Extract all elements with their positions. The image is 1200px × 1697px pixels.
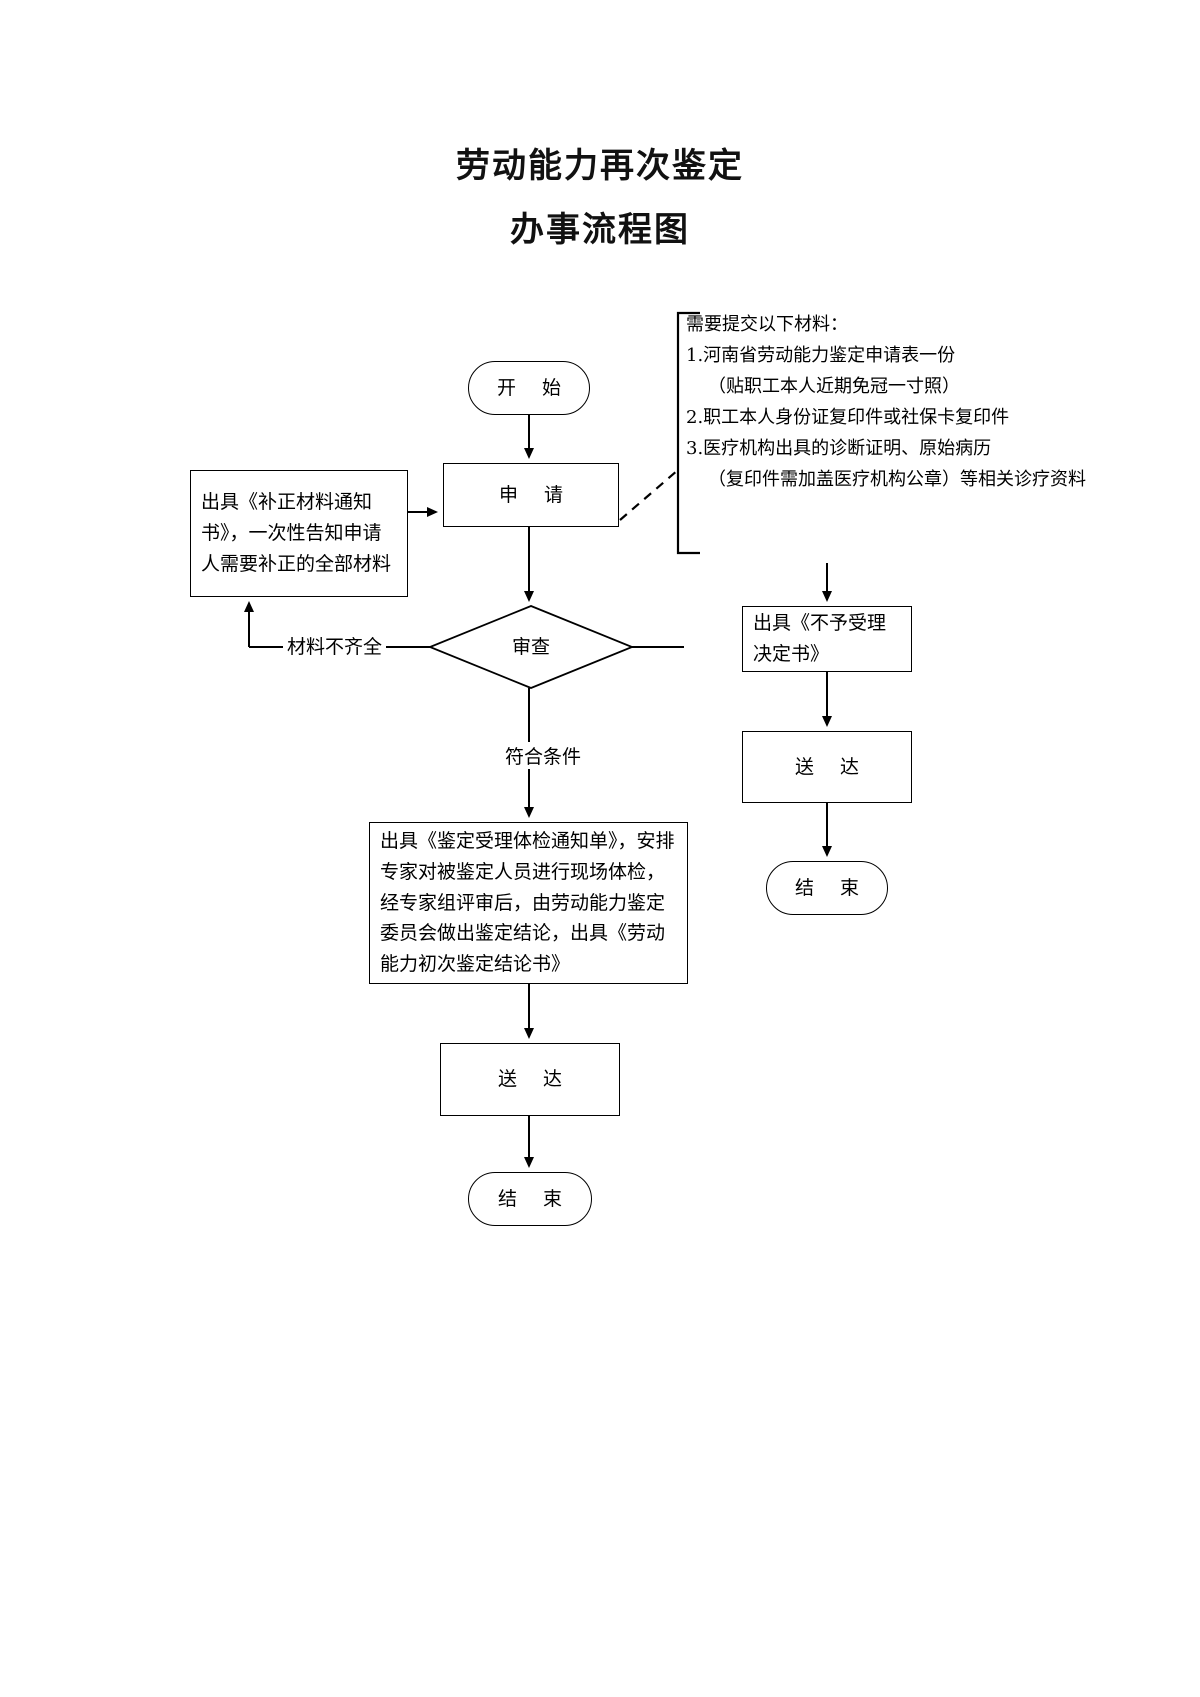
edge-label-incomplete-materials: 材料不齐全 — [283, 632, 387, 659]
node-reject-line2: 决定书》 — [753, 643, 830, 665]
node-deliver-right[interactable]: 送 达 — [742, 731, 912, 803]
node-application[interactable]: 申 请 — [443, 463, 619, 527]
node-reject-decision-doc[interactable]: 出具《不予受理 决定书》 — [742, 606, 912, 672]
note-item-1: 1.河南省劳动能力鉴定申请表一份 — [686, 344, 956, 366]
edge-label-eligible: 符合条件 — [501, 742, 586, 769]
node-supplement-label: 出具《补正材料通知书》，一次性告知申请人需要补正的全部材料 — [201, 491, 392, 575]
node-assessment-process-label: 出具《鉴定受理体检通知单》，安排专家对被鉴定人员进行现场体检，经专家组评审后，由… — [380, 830, 675, 976]
node-assessment-process[interactable]: 出具《鉴定受理体检通知单》，安排专家对被鉴定人员进行现场体检，经专家组评审后，由… — [369, 822, 688, 984]
node-start[interactable]: 开 始 — [468, 361, 590, 415]
node-review-decision[interactable]: 审查 — [430, 606, 632, 688]
note-item-3-sub: （复印件需加盖医疗机构公章）等相关诊疗资料 — [708, 468, 1086, 490]
node-end-right-label: 结 束 — [794, 876, 870, 899]
node-deliver-right-label: 送 达 — [794, 755, 870, 778]
note-item-2: 2.职工本人身份证复印件或社保卡复印件 — [686, 406, 1010, 428]
node-end-bottom[interactable]: 结 束 — [468, 1172, 592, 1226]
node-reject-label: 出具《不予受理 决定书》 — [743, 608, 911, 670]
node-application-label: 申 请 — [498, 483, 574, 506]
note-item-1-sub: （贴职工本人近期免冠一寸照） — [708, 375, 960, 397]
node-supplement-notice[interactable]: 出具《补正材料通知书》，一次性告知申请人需要补正的全部材料 — [190, 470, 408, 597]
node-deliver-bottom-label: 送 达 — [497, 1068, 573, 1091]
page-title-line1: 劳动能力再次鉴定 — [456, 146, 744, 186]
required-materials-note: 需要提交以下材料： 1.河南省劳动能力鉴定申请表一份 （贴职工本人近期免冠一寸照… — [686, 310, 1156, 496]
node-deliver-bottom[interactable]: 送 达 — [440, 1043, 620, 1116]
node-end-right[interactable]: 结 束 — [766, 861, 888, 915]
node-start-label: 开 始 — [496, 376, 572, 399]
node-reject-line1: 出具《不予受理 — [753, 612, 887, 635]
page-title-line2: 办事流程图 — [510, 210, 690, 250]
note-heading: 需要提交以下材料： — [686, 314, 848, 335]
note-item-3: 3.医疗机构出具的诊断证明、原始病历 — [686, 437, 992, 459]
node-review-label: 审查 — [511, 635, 550, 658]
node-end-bottom-label: 结 束 — [497, 1187, 573, 1210]
